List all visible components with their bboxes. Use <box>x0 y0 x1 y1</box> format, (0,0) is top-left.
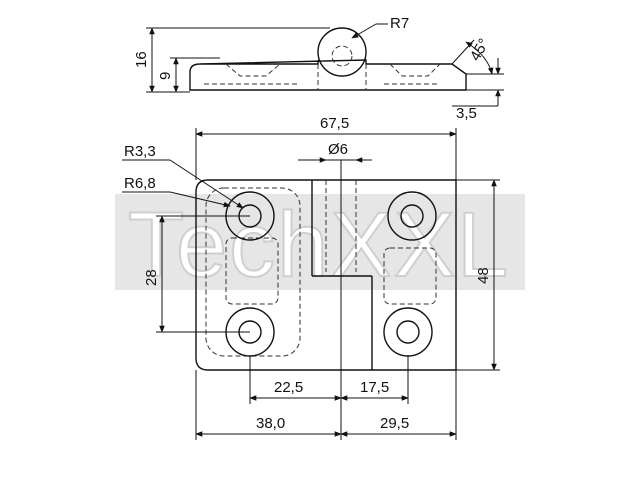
dim-r3-3-text: R3,3 <box>124 143 156 160</box>
dim-r6-8-leader <box>169 191 231 208</box>
dim-45-ext <box>451 39 475 65</box>
dim-r7-leader <box>351 23 377 39</box>
dim-67-5-text: 67,5 <box>320 115 349 132</box>
side-view-leaf-outline <box>189 59 467 91</box>
dim-r6-8-text: R6,8 <box>124 175 156 192</box>
dim-r7-text: R7 <box>390 15 409 32</box>
hole <box>396 320 420 344</box>
dim-22-5-text: 22,5 <box>274 379 303 396</box>
side-view-pin-hole <box>331 45 353 67</box>
side-view-knuckle <box>317 27 367 77</box>
front-view: 67,5 Ø6 R3,3 R6,8 28 48 22,5 <box>122 115 500 440</box>
pocket-left-inner <box>225 237 279 305</box>
dim-28-text: 28 <box>143 269 160 286</box>
watermark-text: TechXXL <box>128 194 510 296</box>
dim-d6-text: Ø6 <box>328 141 348 158</box>
dim-38-0-text: 38,0 <box>256 415 285 432</box>
side-view-countersink-right <box>389 63 441 77</box>
dim-29-5-text: 29,5 <box>380 415 409 432</box>
dim-48-text: 48 <box>475 267 492 284</box>
dim-r3-3-leader <box>169 159 244 209</box>
dim-3-5-text: 3,5 <box>456 105 477 122</box>
dim-45-text: 45° <box>467 36 493 64</box>
side-view-countersink-left <box>225 63 281 77</box>
front-view-outline <box>195 179 457 371</box>
boss <box>383 307 433 357</box>
hole <box>400 204 424 228</box>
pocket-right-inner <box>383 247 437 305</box>
hole-bottom-right <box>383 307 433 357</box>
boss <box>387 191 437 241</box>
watermark: TechXXL <box>115 193 525 297</box>
side-view: 16 9 R7 45° 3,5 <box>133 15 504 122</box>
dim-9-text: 9 <box>157 72 174 80</box>
hole-top-right <box>387 191 437 241</box>
dim-17-5-text: 17,5 <box>360 379 389 396</box>
dim-16-text: 16 <box>133 51 150 68</box>
